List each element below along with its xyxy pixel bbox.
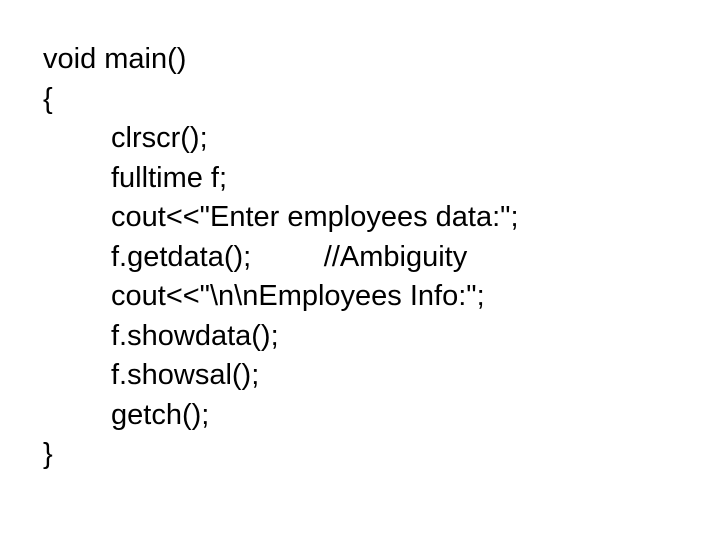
code-line: cout<<"Enter employees data:"; [111,201,519,233]
code-block: void main() { clrscr(); fulltime f; cout<<"E… [43,40,519,475]
code-line: { [43,82,53,115]
code-line: f.showdata(); [111,319,279,352]
code-line: f.getdata(); //Ambiguity [111,240,468,273]
code-line: cout<<"\n\nEmployees Info:"; [111,280,485,312]
code-line: void main() [43,43,187,75]
code-line: } [43,438,53,470]
code-line: getch(); [111,398,210,431]
code-line: fulltime f; [111,161,228,194]
code-line: clrscr(); [111,122,208,154]
code-line: f.showsal(); [111,359,260,391]
